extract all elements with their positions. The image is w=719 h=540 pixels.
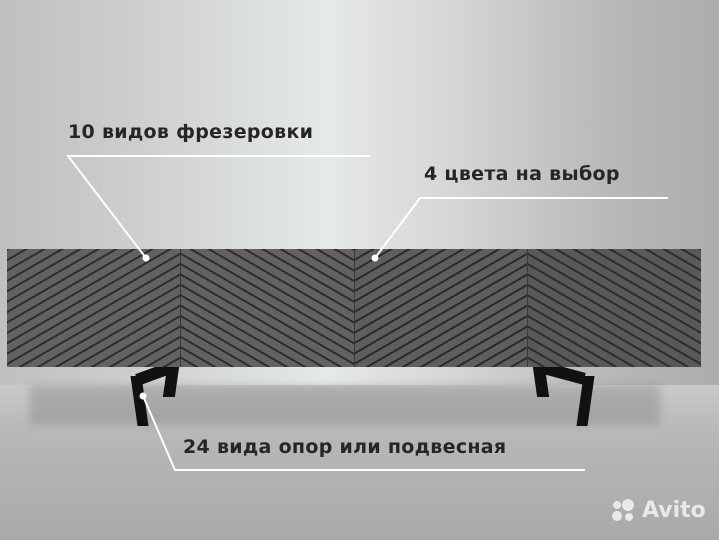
label-leg-options: 24 вида опор или подвесная xyxy=(183,436,507,458)
cabinet-door-2 xyxy=(180,249,355,367)
cabinet-door-4 xyxy=(528,249,701,367)
tv-cabinet xyxy=(7,249,701,367)
avito-wordmark: Avito xyxy=(642,498,706,523)
floor xyxy=(0,385,719,540)
avito-dots-icon xyxy=(612,498,638,523)
label-color-options: 4 цвета на выбор xyxy=(424,163,620,185)
label-milling-types: 10 видов фрезеровки xyxy=(68,121,314,143)
cabinet-door-3 xyxy=(354,249,529,367)
avito-watermark: Avito xyxy=(612,498,706,523)
cabinet-door-1 xyxy=(7,249,181,367)
